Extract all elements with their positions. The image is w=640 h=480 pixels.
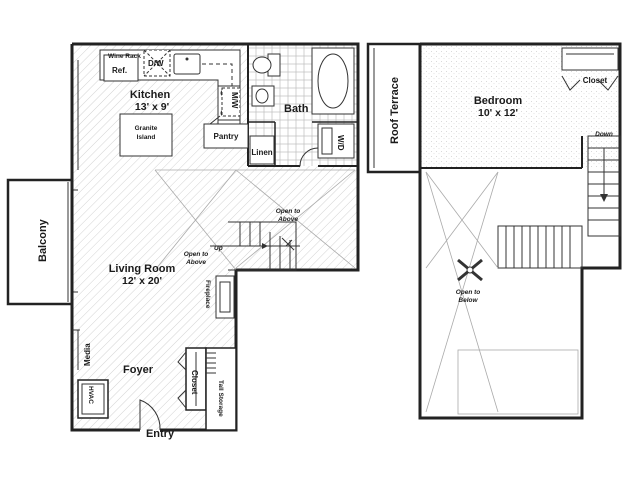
second-floor	[366, 42, 622, 420]
ceiling-fan-icon	[457, 258, 483, 282]
bath-sink	[251, 85, 275, 107]
open-above-line2: Above	[277, 216, 298, 223]
living-dim: 12' x 20'	[122, 275, 162, 287]
entry-door[interactable]	[139, 399, 161, 431]
open-below-line1: Open to	[456, 289, 481, 296]
balcony	[6, 178, 74, 306]
washer-dryer	[317, 123, 355, 159]
up-label: Up	[214, 245, 223, 252]
entry-label: Entry	[146, 428, 175, 440]
bedroom-label: Bedroom	[474, 95, 523, 107]
hvac-unit	[77, 379, 109, 419]
kitchen-sink	[173, 53, 201, 75]
granite-island	[119, 113, 173, 157]
kitchen-label: Kitchen	[130, 89, 171, 101]
stair-railing	[497, 225, 583, 269]
bath-label: Bath	[284, 103, 309, 115]
wine-rack-label: Wine Rack	[108, 53, 141, 60]
down-label: Down	[595, 131, 613, 138]
bedroom-dim: 10' x 12'	[478, 107, 518, 119]
open-below-line2: Below	[458, 297, 478, 304]
pantry	[203, 123, 249, 149]
stairs-down	[587, 135, 621, 237]
open-above-left-line2: Above	[185, 259, 206, 266]
roof-terrace-label: Roof Terrace	[389, 77, 401, 144]
wd-label: W/D	[336, 135, 345, 151]
bedroom-closet-label: Closet	[583, 76, 608, 85]
hvac-label: HVAC	[87, 386, 94, 404]
toilet	[252, 53, 281, 77]
granite-label: Granite	[135, 125, 158, 132]
railing-balusters	[505, 226, 571, 268]
ref-label: Ref.	[112, 66, 127, 75]
bathtub	[311, 47, 355, 115]
open-to-above	[154, 169, 356, 271]
open-above-line1: Open to	[276, 208, 301, 215]
first-floor	[6, 42, 360, 432]
roof-terrace	[366, 42, 422, 174]
tall-storage-label: Tall Storage	[217, 380, 224, 417]
fireplace-label: Fireplace	[204, 280, 211, 309]
open-to-below	[425, 171, 579, 415]
microwave	[221, 87, 241, 117]
foyer-label: Foyer	[123, 364, 154, 376]
dw-label: D/W	[148, 59, 164, 68]
pantry-label: Pantry	[214, 132, 239, 141]
linen-label: Linen	[251, 148, 272, 157]
refrigerator	[103, 54, 139, 82]
island-label: Island	[137, 134, 156, 141]
closet-label: Closet	[190, 370, 199, 395]
media-label: Media	[83, 343, 92, 366]
bedroom-closet	[561, 47, 619, 71]
balcony-label: Balcony	[37, 218, 49, 262]
linen-closet	[249, 135, 275, 165]
tall-storage	[205, 347, 237, 431]
living-label: Living Room	[109, 263, 176, 275]
mw-label: M/W	[230, 92, 239, 109]
kitchen-dim: 13' x 9'	[135, 101, 169, 113]
tall-storage-shelves	[206, 352, 216, 374]
open-above-left-line1: Open to	[184, 251, 209, 258]
stairs-up	[210, 221, 300, 271]
